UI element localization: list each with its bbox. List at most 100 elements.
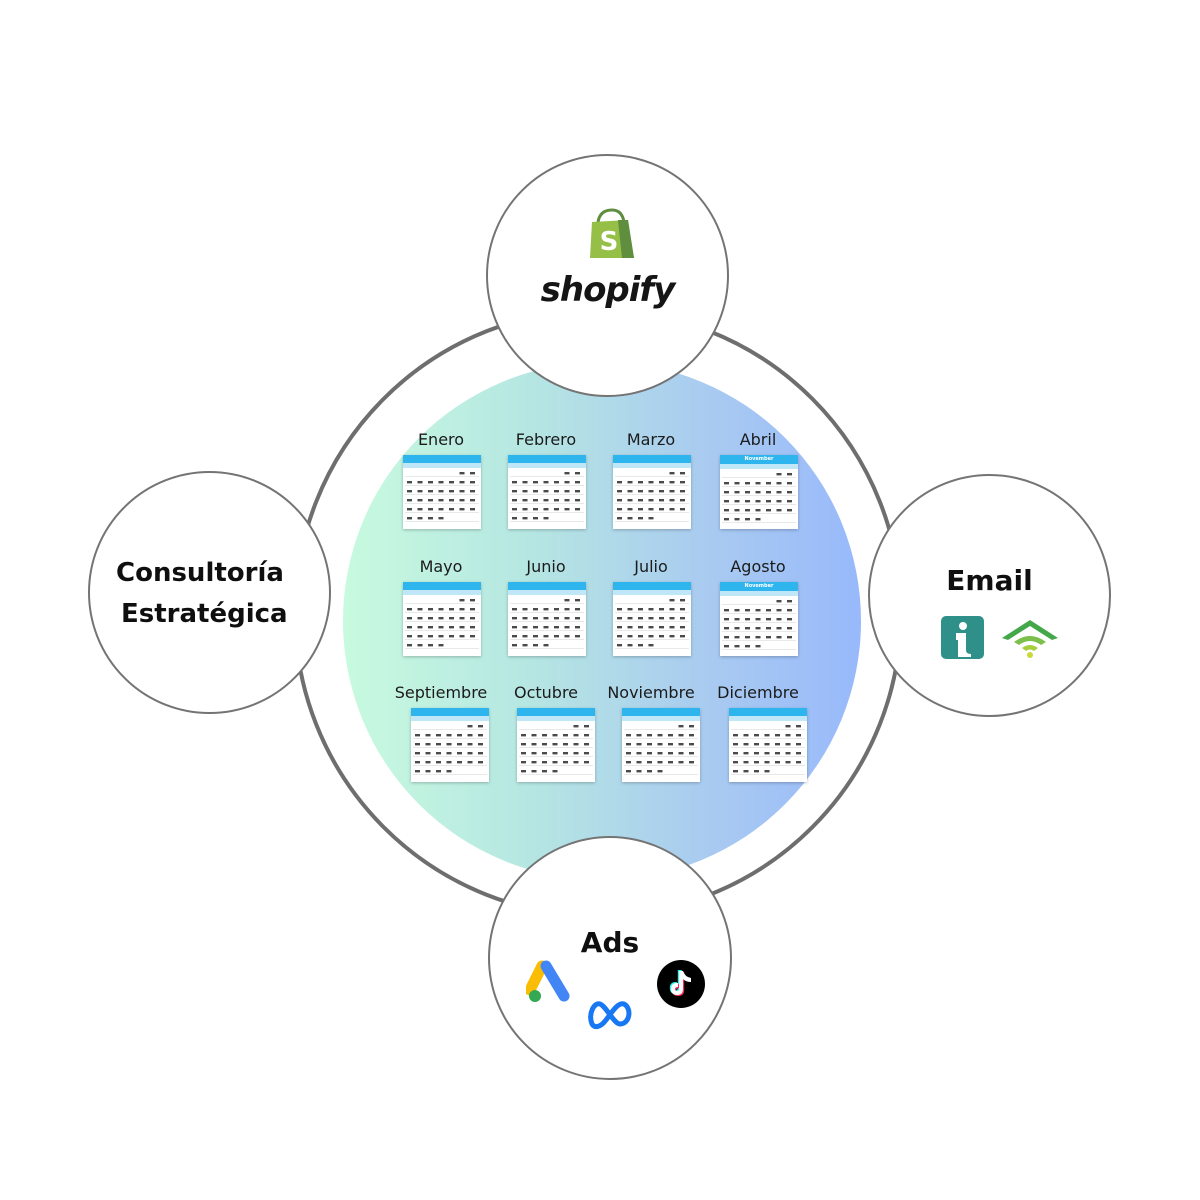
calendar-header: November: [720, 455, 798, 464]
calendar-day: [542, 770, 547, 773]
calendar-gridline: [722, 522, 796, 523]
calendar-day-grid: [615, 472, 689, 522]
calendar-day: [563, 752, 568, 755]
calendar-gridline: [510, 648, 584, 649]
calendar-day: [467, 734, 473, 737]
calendar-day: [449, 608, 454, 611]
calendar-day: [680, 472, 685, 475]
calendar-day: [512, 608, 517, 611]
calendar-day-grid: [405, 472, 479, 522]
klaviyo-logo-icon: [941, 616, 984, 659]
calendar-day: [415, 734, 420, 737]
calendar-day: [459, 481, 465, 484]
calendar-day: [669, 617, 675, 620]
calendar-thumbnail: [517, 708, 595, 782]
calendar-day: [575, 599, 580, 602]
calendar-gridline: [731, 729, 805, 730]
calendar-day: [552, 734, 558, 737]
calendar-day: [425, 770, 431, 773]
calendar-gridline: [615, 648, 689, 649]
calendar-day: [533, 635, 538, 638]
calendar-gridline: [722, 622, 796, 623]
calendar-day: [522, 617, 528, 620]
calendar-day: [512, 499, 517, 502]
calendar-gridline: [510, 512, 584, 513]
calendar-day: [467, 752, 473, 755]
calendar-day: [417, 617, 423, 620]
calendar-day: [521, 761, 526, 764]
calendar-weekday-row: [720, 464, 798, 469]
calendar-day: [531, 743, 537, 746]
calendar-day: [733, 734, 738, 737]
calendar-gridline: [615, 521, 689, 522]
calendar-day: [755, 482, 761, 485]
calendar-day: [438, 626, 444, 629]
calendar-day: [417, 490, 423, 493]
month-label: Abril: [739, 430, 777, 449]
calendar-day: [638, 508, 643, 511]
calendar-day: [724, 500, 729, 503]
calendar-day: [764, 770, 770, 773]
month-3: Marzo: [601, 430, 701, 529]
calendar-day: [668, 761, 673, 764]
calendar-gridline: [519, 756, 593, 757]
calendar-weekday-row: [508, 463, 586, 468]
calendar-day: [552, 761, 558, 764]
calendar-day: [724, 636, 729, 639]
calendar-gridline: [519, 729, 593, 730]
calendar-day: [627, 490, 633, 493]
calendar-day: [438, 490, 444, 493]
calendar-day: [459, 508, 465, 511]
calendar-day: [425, 761, 431, 764]
calendar-day: [745, 509, 750, 512]
google-ads-icon: [526, 960, 570, 1002]
calendar-day: [563, 734, 568, 737]
calendar-day: [648, 508, 654, 511]
calendar-day: [755, 618, 761, 621]
calendar-day: [522, 635, 528, 638]
calendar-day: [542, 752, 547, 755]
calendar-gridline: [615, 512, 689, 513]
calendar-day: [543, 490, 549, 493]
calendar-day: [470, 490, 475, 493]
calendar-day: [438, 508, 444, 511]
calendar-day: [680, 499, 685, 502]
calendar-day: [680, 608, 685, 611]
calendar-gridline: [731, 774, 805, 775]
calendar-day: [776, 482, 782, 485]
calendar-day: [638, 635, 643, 638]
calendar-day: [678, 734, 684, 737]
calendar-day: [407, 517, 412, 520]
calendar-day: [617, 499, 622, 502]
calendar-day: [668, 743, 673, 746]
calendar-day: [436, 752, 441, 755]
calendar-day: [415, 761, 420, 764]
calendar-gridline: [510, 630, 584, 631]
calendar-day: [459, 472, 465, 475]
shopify-bag-icon: S: [590, 208, 634, 258]
calendar-day: [584, 761, 589, 764]
calendar-gridline: [405, 630, 479, 631]
calendar-day: [543, 644, 549, 647]
calendar-day: [796, 752, 801, 755]
calendar-day: [522, 481, 528, 484]
month-9: Septiembre: [391, 683, 491, 782]
calendar-day: [636, 752, 642, 755]
calendar-day: [733, 770, 738, 773]
calendar-day: [564, 608, 570, 611]
calendar-day: [552, 770, 558, 773]
calendar-day: [776, 609, 782, 612]
calendar-day: [734, 500, 740, 503]
calendar-day: [638, 617, 643, 620]
calendar-gridline: [615, 503, 689, 504]
calendar-day: [543, 517, 549, 520]
calendar-day: [425, 734, 431, 737]
calendar-day: [459, 490, 465, 493]
calendar-day: [617, 617, 622, 620]
calendar-day-grid: [519, 725, 593, 775]
calendar-header: [729, 708, 807, 716]
calendar-thumbnail: [729, 708, 807, 782]
calendar-day: [754, 734, 759, 737]
calendar-header: [508, 582, 586, 590]
calendar-day: [563, 761, 568, 764]
